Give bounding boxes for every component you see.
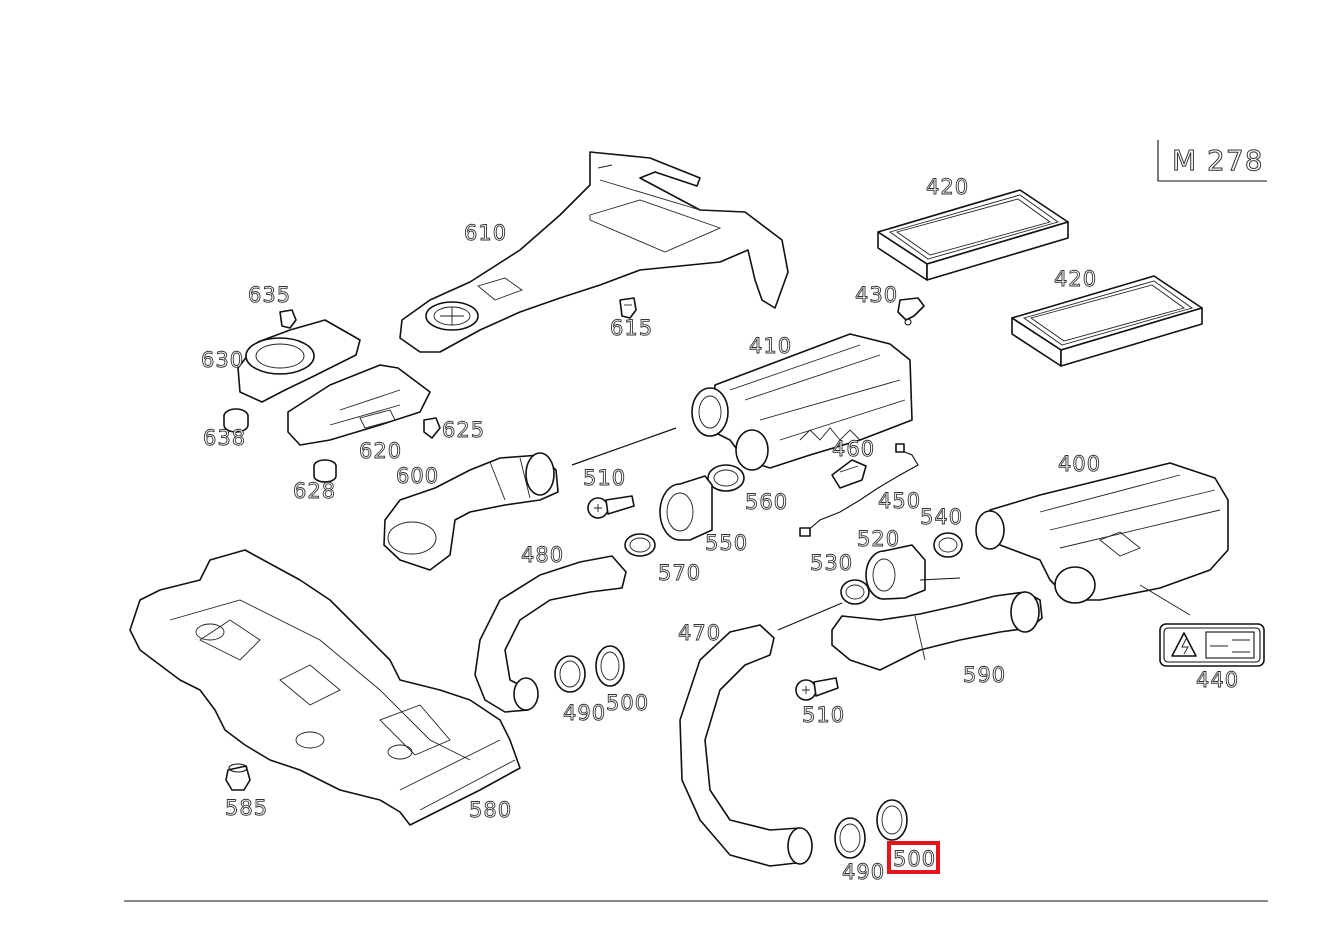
cover-630[interactable] <box>237 319 361 403</box>
callout-labels: 420 420 430 410 610 615 635 630 638 620 … <box>201 175 1239 885</box>
callout-500-upper[interactable]: 500 <box>606 691 649 716</box>
engine-cover-610[interactable] <box>399 151 789 353</box>
callout-440[interactable]: 440 <box>1196 668 1239 693</box>
air-box-400[interactable] <box>975 462 1229 616</box>
callout-570[interactable]: 570 <box>658 561 701 586</box>
callout-400[interactable]: 400 <box>1058 452 1101 477</box>
intake-pipe-480[interactable] <box>474 555 627 713</box>
callout-430[interactable]: 430 <box>855 283 898 308</box>
callout-600[interactable]: 600 <box>396 464 439 489</box>
grommet-628[interactable] <box>313 459 337 483</box>
sensor-430[interactable] <box>897 297 925 326</box>
clip-585[interactable] <box>225 763 251 791</box>
air-mass-sensor-550[interactable] <box>659 475 713 541</box>
clip-625[interactable] <box>423 417 441 439</box>
callout-625[interactable]: 625 <box>442 418 485 443</box>
callout-615[interactable]: 615 <box>610 316 653 341</box>
callout-530[interactable]: 530 <box>810 551 853 576</box>
duct-600[interactable] <box>383 452 559 571</box>
sensor-460[interactable] <box>831 459 867 489</box>
model-label: M 278 <box>1172 144 1264 177</box>
bolt-510-top[interactable] <box>587 495 635 519</box>
clip-635[interactable] <box>279 309 297 329</box>
callout-540[interactable]: 540 <box>920 505 963 530</box>
underbody-panel-580[interactable] <box>129 549 521 826</box>
model-label-box: M 278 <box>1157 140 1267 182</box>
callout-450[interactable]: 450 <box>878 489 921 514</box>
air-mass-sensor-520[interactable] <box>865 544 961 600</box>
callout-560[interactable]: 560 <box>745 490 788 515</box>
callout-520[interactable]: 520 <box>857 527 900 552</box>
warning-label-440[interactable] <box>1159 623 1265 667</box>
cable-450[interactable] <box>799 443 919 537</box>
callout-510-top[interactable]: 510 <box>583 466 626 491</box>
callout-490-lower[interactable]: 490 <box>842 860 885 885</box>
selected-callout-highlight <box>887 841 940 874</box>
callout-628[interactable]: 628 <box>293 479 336 504</box>
air-filter-420-bottom[interactable] <box>1011 275 1203 367</box>
callout-480[interactable]: 480 <box>521 543 564 568</box>
grommet-638[interactable] <box>223 408 249 433</box>
clamp-530[interactable] <box>840 579 870 605</box>
callout-590[interactable]: 590 <box>963 663 1006 688</box>
intake-pipe-470[interactable] <box>679 624 813 867</box>
callout-410[interactable]: 410 <box>749 334 792 359</box>
air-filter-420-top[interactable] <box>877 189 1069 281</box>
callout-500-lower[interactable]: 500 <box>893 847 936 872</box>
clamp-500-upper[interactable] <box>595 645 625 687</box>
callout-585[interactable]: 585 <box>225 796 268 821</box>
callout-580[interactable]: 580 <box>469 798 512 823</box>
callout-420-top[interactable]: 420 <box>926 175 969 200</box>
callout-638[interactable]: 638 <box>203 426 246 451</box>
callout-510-lower[interactable]: 510 <box>802 703 845 728</box>
duct-590[interactable] <box>831 591 1043 671</box>
clamp-570[interactable] <box>624 533 656 557</box>
callout-610[interactable]: 610 <box>464 221 507 246</box>
clamp-490-lower[interactable] <box>834 817 866 859</box>
callout-635[interactable]: 635 <box>248 283 291 308</box>
clamp-540[interactable] <box>933 532 963 558</box>
cover-620[interactable] <box>287 364 431 446</box>
bolt-510-lower[interactable] <box>795 677 839 701</box>
callout-470[interactable]: 470 <box>678 621 721 646</box>
air-box-410[interactable] <box>691 333 913 471</box>
callout-420-bottom[interactable]: 420 <box>1054 267 1097 292</box>
callout-550[interactable]: 550 <box>705 531 748 556</box>
clamp-500-lower[interactable] <box>876 799 908 841</box>
callout-630[interactable]: 630 <box>201 348 244 373</box>
clamp-560[interactable] <box>707 464 745 492</box>
clamp-490-upper[interactable] <box>554 655 586 693</box>
callout-460[interactable]: 460 <box>832 437 875 462</box>
callout-490-upper[interactable]: 490 <box>563 701 606 726</box>
clip-615[interactable] <box>619 297 637 319</box>
callout-620[interactable]: 620 <box>359 439 402 464</box>
